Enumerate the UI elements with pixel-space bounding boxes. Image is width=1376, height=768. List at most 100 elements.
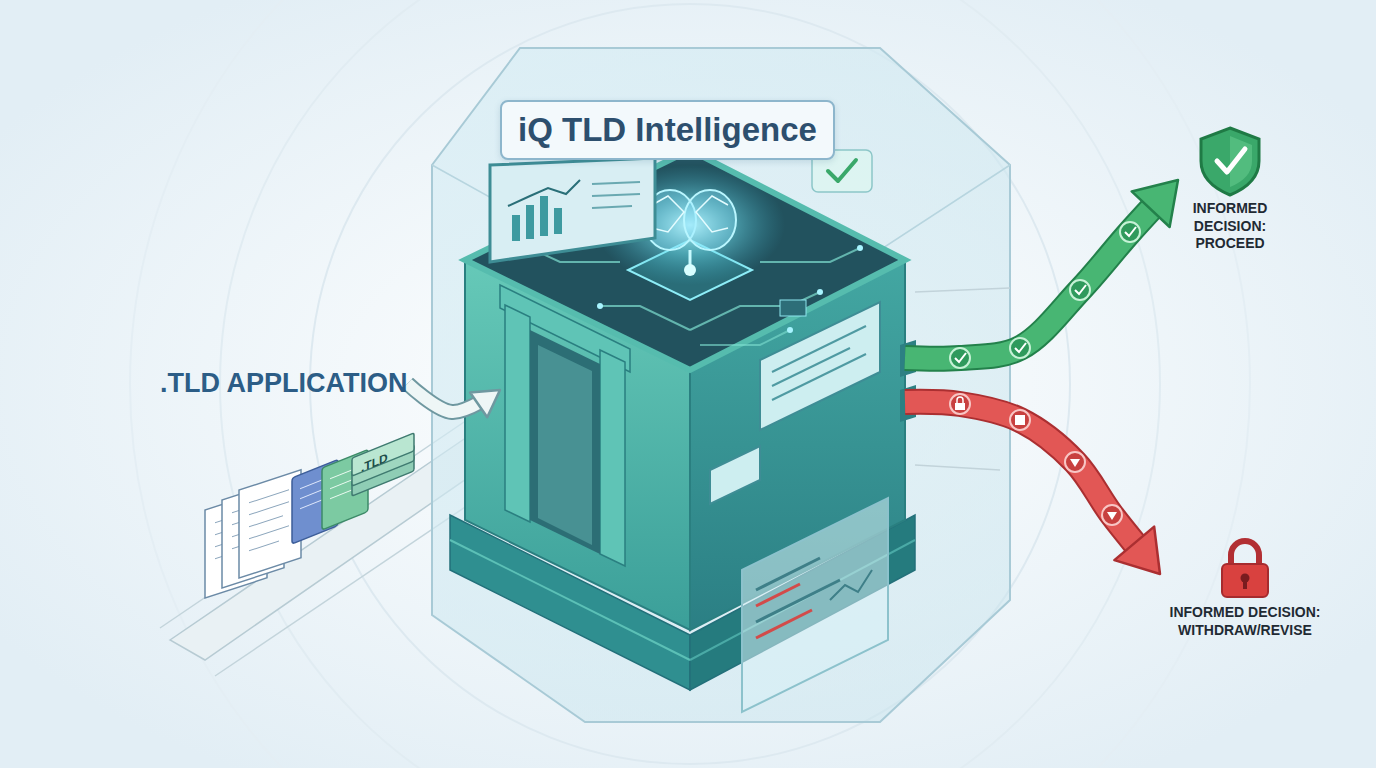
ai-brain <box>652 196 684 232</box>
circuit-board <box>600 306 690 330</box>
circuit-board <box>690 292 820 330</box>
decision-node: INFORMED DECISION: PROCEED <box>1178 126 1282 253</box>
risk-badge <box>1065 452 1085 472</box>
machine-heading: iQ TLD Intelligence <box>500 100 835 160</box>
document-cards <box>352 433 414 496</box>
check-badge <box>950 222 1140 368</box>
risk-badge <box>950 394 970 414</box>
door-gateway <box>505 305 530 522</box>
circuit-board <box>597 303 603 309</box>
arrow-head <box>470 390 500 417</box>
circuit-board <box>780 300 806 316</box>
monitor-panel <box>592 194 640 196</box>
arrow-head <box>1132 180 1178 227</box>
document-cards <box>352 433 414 476</box>
check-badge <box>1070 280 1090 300</box>
lock-icon <box>1231 541 1259 566</box>
decision-label: INFORMED DECISION: WITHDRAW/REVISE <box>1160 604 1330 639</box>
monitor-panel <box>490 158 655 262</box>
circuit-board <box>700 330 790 345</box>
document-pages <box>249 490 289 503</box>
risk-badge <box>957 397 963 403</box>
monitor-panel <box>592 206 632 208</box>
document-pages <box>249 502 289 515</box>
side-screens <box>772 354 866 400</box>
door-gateway <box>600 350 625 566</box>
glass-enclosure <box>915 288 1010 292</box>
side-screens <box>760 302 880 430</box>
machine-node: iQ TLD Intelligence <box>500 60 905 720</box>
document-pages <box>249 526 289 539</box>
door-gateway <box>538 345 592 545</box>
input-label: .TLD APPLICATION <box>160 368 407 399</box>
risk-badge <box>1010 410 1030 430</box>
document-cards <box>292 433 414 544</box>
front-glass-panel <box>756 558 820 590</box>
check-badge <box>1125 227 1136 236</box>
document-pages <box>249 516 283 527</box>
decision-node: INFORMED DECISION: WITHDRAW/REVISE <box>1160 538 1330 639</box>
proceed-arrow <box>905 180 1178 359</box>
risk-badge <box>1070 459 1080 467</box>
background <box>310 4 1070 764</box>
glass-enclosure <box>432 48 1010 722</box>
circuit-board <box>817 289 823 295</box>
withdraw-arrow <box>905 402 1160 574</box>
front-glass-panel <box>756 610 812 638</box>
risk-badge <box>1107 512 1117 520</box>
ai-brain <box>696 196 728 232</box>
side-screens <box>772 326 866 372</box>
door-gateway <box>530 330 600 554</box>
risk-badge <box>1102 505 1122 525</box>
monitor-panel <box>554 208 562 234</box>
monitor-panel <box>540 196 548 236</box>
glass-enclosure <box>915 465 1000 470</box>
side-screens <box>710 302 916 504</box>
front-glass-panel <box>830 570 872 600</box>
monitor-panel <box>508 180 580 206</box>
check-badge <box>1015 343 1026 352</box>
ai-brain <box>684 264 696 276</box>
monitor-panel <box>512 215 520 241</box>
door-gateway <box>500 285 630 566</box>
side-screens <box>710 446 760 504</box>
check-panel <box>828 160 856 181</box>
check-badge <box>955 353 966 362</box>
check-badge <box>1120 222 1140 242</box>
risk-badge <box>1015 415 1025 425</box>
input-node: .TLD APPLICATION <box>160 368 407 399</box>
withdraw-arrow <box>905 402 1160 574</box>
withdraw-arrow <box>905 402 1160 574</box>
shield-icon <box>1217 149 1245 172</box>
arrow-head <box>1114 527 1160 574</box>
document-pages <box>205 470 301 598</box>
check-badge <box>1075 285 1086 294</box>
input-arrow <box>407 384 500 418</box>
shield-icon <box>1201 128 1259 195</box>
check-panel <box>812 150 872 192</box>
document-pages <box>249 541 279 551</box>
lock-icon <box>1222 564 1268 597</box>
glass-enclosure <box>432 48 1010 722</box>
monitor-panel <box>490 158 655 262</box>
lock-icon <box>1222 541 1268 597</box>
check-badge <box>950 348 970 368</box>
card-tag: .TLD <box>361 450 388 475</box>
decision-label: INFORMED DECISION: PROCEED <box>1178 200 1282 253</box>
circuit-board <box>787 327 793 333</box>
monitor-panel <box>526 205 534 239</box>
front-glass-panel <box>742 498 888 712</box>
monitor-panel <box>592 182 640 184</box>
conveyor-belt <box>160 418 470 628</box>
background <box>220 0 1160 768</box>
shield-icon <box>1201 128 1259 195</box>
proceed-arrow <box>905 180 1178 359</box>
check-badge <box>1010 338 1030 358</box>
